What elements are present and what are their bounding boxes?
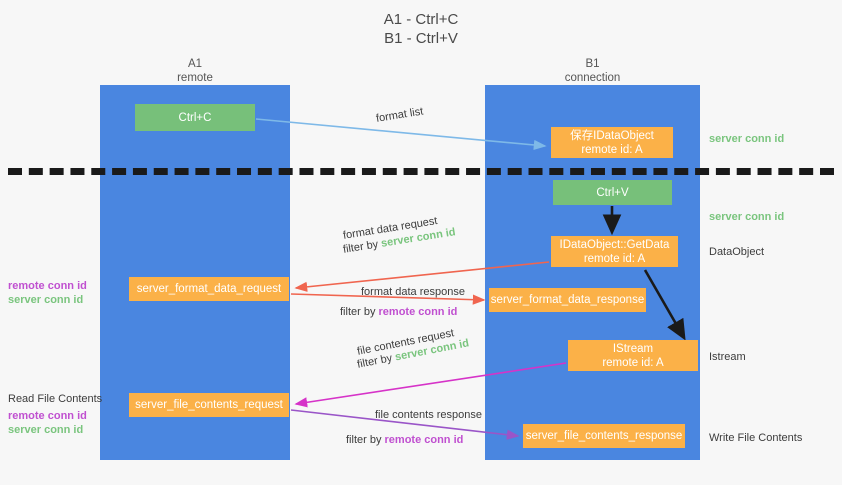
- node-ctrl-v-label: Ctrl+V: [596, 186, 629, 199]
- edge-label-file-contents-response: file contents response: [375, 409, 483, 421]
- node-istream-label: IStream: [612, 342, 654, 355]
- annotation-remote-conn-id: remote conn id: [8, 410, 87, 422]
- column-a1-role: remote: [177, 72, 213, 84]
- node-istream[interactable]: IStream remote id: A: [568, 340, 698, 371]
- arrow-file-contents-request: [294, 362, 567, 408]
- edge-label-file-contents-response-filter: filter by remote conn id: [346, 433, 463, 448]
- filter-prefix: filter by: [346, 434, 385, 446]
- node-getdata-label: IDataObject::GetData: [559, 238, 670, 251]
- phase-separator: [8, 168, 834, 175]
- column-header-b1: B1 connection: [485, 57, 700, 85]
- node-server-file-contents-response[interactable]: server_file_contents_response: [523, 424, 685, 448]
- node-ctrl-v[interactable]: Ctrl+V: [553, 180, 672, 205]
- column-b1-role: connection: [564, 72, 621, 84]
- node-getdata-sublabel: remote id: A: [583, 252, 646, 265]
- annotation-read-file-contents-group: Read File Contents remote conn id server…: [8, 392, 102, 437]
- arrow-format-data-request: [294, 261, 550, 292]
- node-server-file-contents-request-label: server_file_contents_request: [135, 399, 283, 411]
- column-header-a1: A1 remote: [100, 57, 290, 85]
- filter-key-remote-conn-id: remote conn id: [378, 306, 458, 318]
- edge-label-format-data-response-filter: filter by remote conn id: [340, 305, 457, 320]
- node-ctrl-c[interactable]: Ctrl+C: [135, 104, 255, 131]
- annotation-server-conn-id-top: server conn id: [709, 133, 785, 145]
- node-idataobject-sublabel: remote id: A: [581, 143, 643, 156]
- annotation-write-file-contents: Write File Contents: [709, 432, 803, 444]
- annotation-read-file-contents: Read File Contents: [8, 393, 103, 405]
- title-line-2: B1 - Ctrl+V: [384, 30, 458, 47]
- arrow-format-data-response: [290, 293, 486, 305]
- annotation-istream: Istream: [709, 351, 746, 363]
- node-server-format-data-response-label: server_format_data_response: [490, 294, 645, 306]
- annotation-remote-conn-id: remote conn id: [8, 280, 87, 292]
- node-server-file-contents-request[interactable]: server_file_contents_request: [129, 393, 289, 417]
- annotation-server-conn-id: server conn id: [8, 294, 84, 306]
- annotation-server-conn-id: server conn id: [8, 424, 84, 436]
- edge-label-format-data-response: format data response: [361, 286, 465, 298]
- node-idataobject-label: 保存IDataObject: [570, 129, 654, 142]
- filter-prefix: filter by: [340, 306, 379, 318]
- annotation-server-conn-id-middle: server conn id: [709, 211, 785, 223]
- annotation-conn-ids-format: remote conn id server conn id: [8, 279, 87, 307]
- node-ctrl-c-label: Ctrl+C: [178, 111, 212, 124]
- node-idataobject-getdata[interactable]: IDataObject::GetData remote id: A: [551, 236, 678, 267]
- filter-key-remote-conn-id: remote conn id: [384, 434, 464, 446]
- arrow-getdata-to-istream: [643, 269, 686, 341]
- node-server-format-data-response[interactable]: server_format_data_response: [489, 288, 646, 312]
- arrow-file-contents-response: [290, 409, 520, 440]
- node-server-file-contents-response-label: server_file_contents_response: [525, 430, 683, 442]
- node-server-format-data-request[interactable]: server_format_data_request: [129, 277, 289, 301]
- node-server-format-data-request-label: server_format_data_request: [136, 283, 282, 295]
- node-idataobject[interactable]: 保存IDataObject remote id: A: [551, 127, 673, 158]
- page-title: A1 - Ctrl+C B1 - Ctrl+V: [0, 10, 842, 48]
- arrow-format-list: [255, 118, 547, 151]
- annotation-dataobject: DataObject: [709, 246, 765, 258]
- column-b1-name: B1: [585, 58, 600, 70]
- title-line-1: A1 - Ctrl+C: [383, 11, 459, 28]
- node-istream-sublabel: remote id: A: [602, 356, 664, 369]
- column-a1-name: A1: [187, 58, 203, 70]
